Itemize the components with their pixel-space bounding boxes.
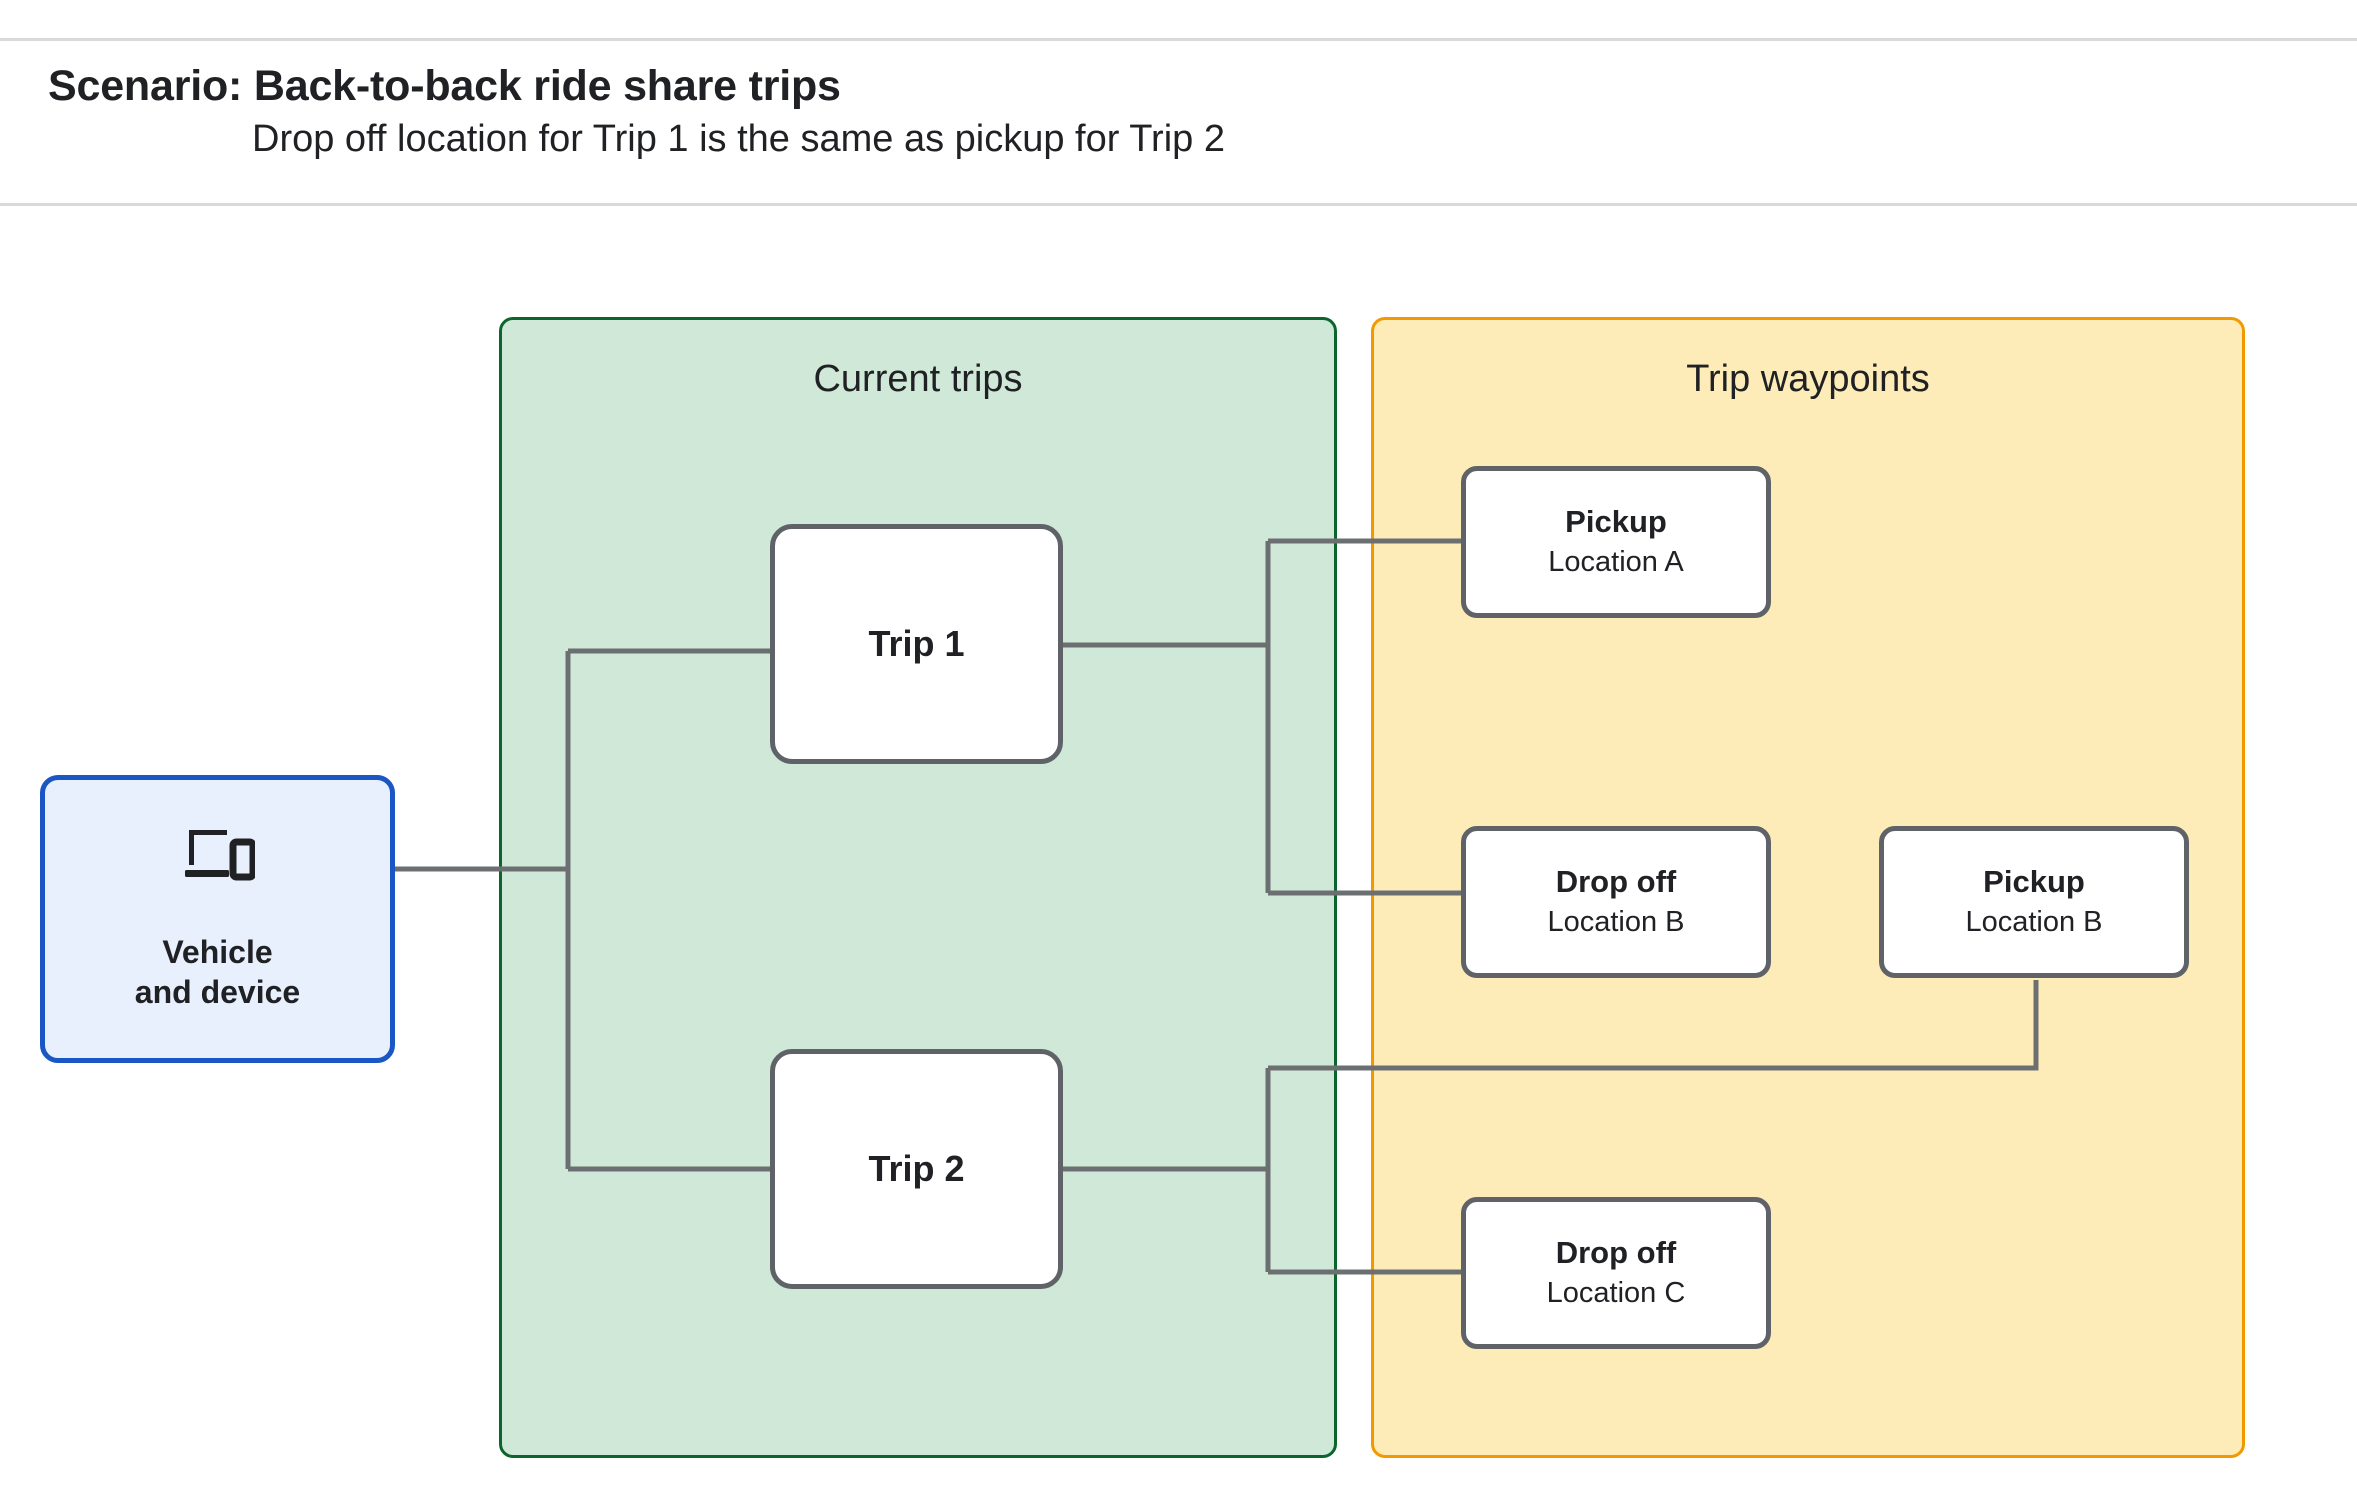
devices-laptop-phone-icon xyxy=(181,826,256,887)
waypoint-pickup-b-title: Pickup xyxy=(1983,864,2085,900)
waypoint-pickup-a-title: Pickup xyxy=(1565,504,1667,540)
node-waypoint-pickup-b[interactable]: Pickup Location B xyxy=(1879,826,2189,978)
waypoint-dropoff-c-title: Drop off xyxy=(1555,1235,1677,1271)
header-divider-top xyxy=(0,38,2357,41)
waypoint-dropoff-b-location: Location B xyxy=(1547,906,1685,939)
node-device-label-line2: and device xyxy=(134,973,301,1010)
node-waypoint-dropoff-b[interactable]: Drop off Location B xyxy=(1461,826,1771,978)
node-vehicle-and-device[interactable]: Vehicle and device xyxy=(40,775,395,1063)
node-trip-1-label: Trip 1 xyxy=(868,623,965,664)
header-divider-bottom xyxy=(0,203,2357,206)
waypoint-pickup-b-location: Location B xyxy=(1965,906,2103,939)
group-current-trips-title: Current trips xyxy=(813,358,1023,400)
waypoint-pickup-a-location: Location A xyxy=(1548,546,1684,579)
waypoint-dropoff-b-title: Drop off xyxy=(1555,864,1677,900)
node-device-label: Vehicle and device xyxy=(135,933,300,1011)
waypoint-dropoff-c-location: Location C xyxy=(1546,1277,1686,1310)
node-trip-1[interactable]: Trip 1 xyxy=(770,524,1063,764)
node-trip-2-label: Trip 2 xyxy=(868,1148,965,1189)
node-waypoint-dropoff-c[interactable]: Drop off Location C xyxy=(1461,1197,1771,1349)
node-device-label-line1: Vehicle xyxy=(162,934,273,971)
page-subtitle: Drop off location for Trip 1 is the same… xyxy=(252,118,1225,160)
node-trip-2[interactable]: Trip 2 xyxy=(770,1049,1063,1289)
page-title: Scenario: Back-to-back ride share trips xyxy=(48,62,841,110)
group-trip-waypoints-title: Trip waypoints xyxy=(1686,358,1930,400)
node-waypoint-pickup-a[interactable]: Pickup Location A xyxy=(1461,466,1771,618)
